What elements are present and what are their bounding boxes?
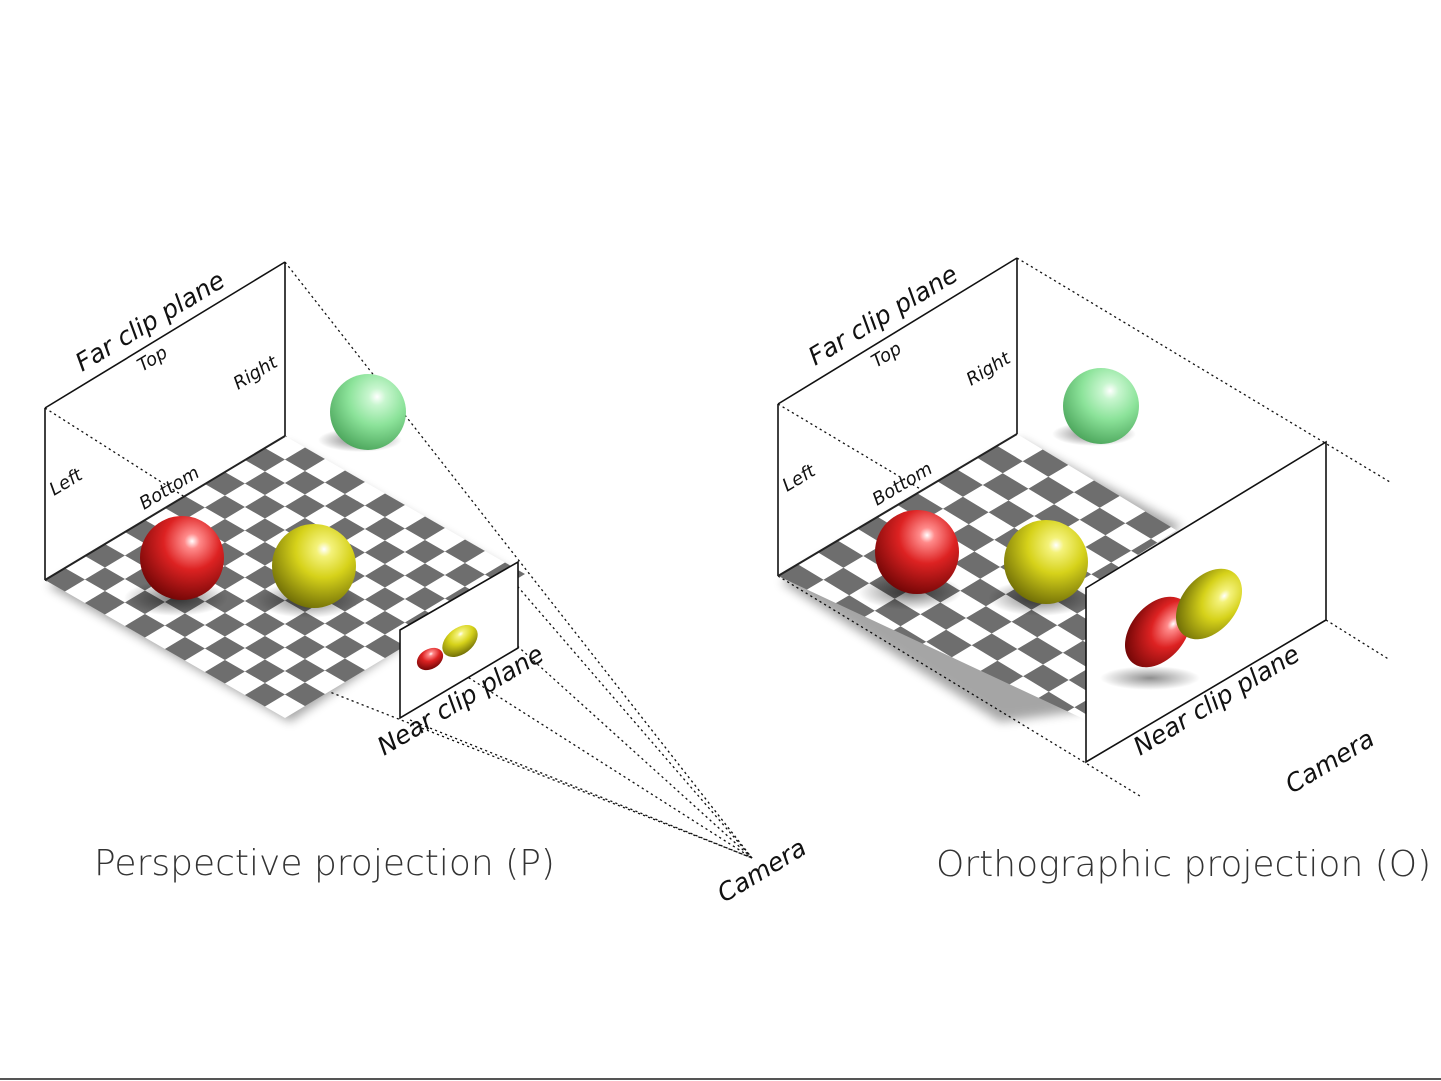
orthographic-right-label: Right <box>963 347 1015 390</box>
perspective-top-label: Top <box>134 342 172 376</box>
orthographic-green-sphere <box>1063 368 1139 444</box>
perspective-camera-label: Camera <box>712 833 811 908</box>
orthographic-yellow-sphere <box>1004 520 1088 604</box>
orthographic-caption: Orthographic projection (O) <box>936 844 1431 885</box>
perspective-red-sphere <box>140 516 224 600</box>
orthographic-camera-label: Camera <box>1280 724 1379 799</box>
perspective-left-label: Left <box>46 464 87 500</box>
checker-tile <box>1035 719 1081 746</box>
orthographic-red-sphere <box>875 510 959 594</box>
perspective-diagram: Far clip plane Top Right Left Bottom Nea… <box>45 262 811 908</box>
perspective-caption: Perspective projection (P) <box>94 843 555 884</box>
orthographic-top-label: Top <box>868 338 906 372</box>
orthographic-diagram: Far clip plane Top Right Left Bottom Nea… <box>778 258 1431 885</box>
perspective-right-label: Right <box>230 351 282 394</box>
orthographic-left-label: Left <box>779 460 820 496</box>
near-plane-shadow <box>1100 666 1200 690</box>
perspective-yellow-sphere <box>272 524 356 608</box>
perspective-green-sphere <box>330 374 406 450</box>
